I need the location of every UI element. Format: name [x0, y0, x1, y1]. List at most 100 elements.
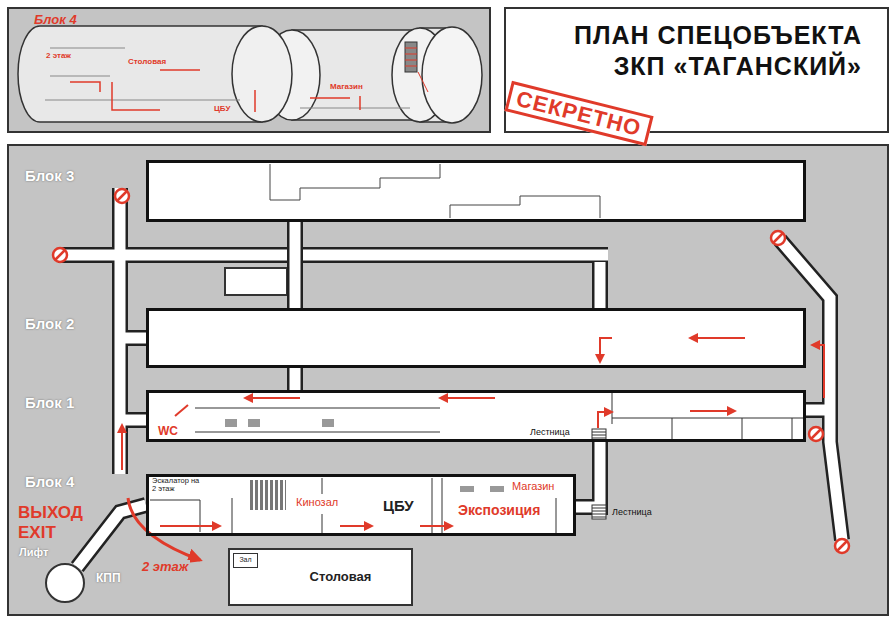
map-label: Магазин — [512, 480, 554, 493]
plan-shape — [117, 191, 127, 201]
equipment — [225, 419, 237, 427]
plan-shape — [690, 337, 745, 339]
plan-shape — [232, 26, 292, 122]
plan-title: ПЛАН СПЕЦОБЪЕКТА ЗКП «ТАГАНСКИЙ» — [532, 20, 862, 83]
overview-panel — [8, 8, 490, 132]
plan-shape — [340, 525, 372, 527]
cinema-seats — [248, 480, 286, 510]
map-label: Лестница — [612, 507, 652, 517]
block-fill — [146, 308, 806, 368]
plan-shape — [835, 539, 849, 553]
stair-symbol — [592, 429, 606, 519]
corridor-connector — [295, 222, 296, 308]
exhibit — [460, 486, 474, 492]
corridor — [58, 188, 842, 540]
map-label: Блок 4 — [34, 13, 77, 28]
corridor-outline — [77, 505, 146, 567]
interior-wall — [150, 478, 556, 534]
tunnel-block: Блок 1 — [146, 390, 806, 442]
map-label: ЦБУ — [214, 104, 230, 113]
corridor-connector — [77, 505, 146, 567]
tunnel-block: Блок 3 — [146, 160, 806, 222]
corridor-floor — [290, 222, 301, 308]
interior-wall — [270, 164, 600, 218]
map-label: 2 этаж — [140, 560, 190, 575]
plan-shape — [600, 338, 612, 362]
corridor-connector — [576, 442, 600, 507]
map-label: ЦБУ — [383, 497, 414, 514]
plan-shape — [245, 397, 300, 399]
plan-shape — [45, 48, 410, 108]
map-label: Лестница — [530, 427, 570, 437]
exhibit — [490, 486, 504, 492]
plan-shape — [592, 508, 606, 517]
hall-box: Зал — [233, 553, 258, 568]
tunnel-illustration — [18, 26, 482, 123]
plan-shape — [440, 397, 495, 399]
stairs-arrow — [128, 498, 200, 560]
plan-shape — [160, 525, 220, 527]
route-mark — [175, 405, 188, 416]
node-label: Блок 4 — [25, 473, 74, 490]
map-label: Экспозиция — [458, 502, 540, 518]
plan-shape — [811, 429, 821, 439]
side-room — [225, 268, 287, 295]
tunnel-block: Блок 2 — [146, 308, 806, 368]
corridor-floor — [576, 442, 600, 507]
interior-wall — [612, 392, 804, 440]
interior-wall — [195, 408, 440, 432]
plan-shape — [422, 27, 482, 123]
plan-shape — [592, 505, 606, 519]
corridor-connector — [295, 368, 296, 390]
corridor — [58, 188, 842, 540]
plan-shape — [18, 26, 262, 122]
equipment — [248, 419, 260, 427]
map-label: Столовая — [128, 57, 166, 66]
plan-shape — [837, 541, 847, 551]
node-label: Лифт — [19, 546, 48, 559]
node-label: Зал — [239, 556, 251, 564]
block-fill — [146, 474, 576, 536]
map-label: Кинозал — [296, 496, 338, 509]
map-label: Магазин — [330, 82, 363, 91]
corridor-outline — [576, 442, 600, 507]
equipment — [322, 419, 334, 427]
plan-shape — [812, 345, 824, 398]
plan-shape — [55, 250, 65, 260]
plan-panel — [8, 145, 888, 615]
node-label: Блок 2 — [25, 315, 74, 332]
plan-shape — [121, 425, 123, 470]
corridor-outline — [287, 368, 303, 390]
map-label: КПП — [96, 572, 121, 586]
plan-shape — [115, 189, 129, 203]
node-label: Блок 3 — [25, 167, 74, 184]
plan-shape — [53, 248, 67, 262]
map-label: EXIT — [18, 523, 56, 543]
no-entry-signs — [53, 189, 849, 553]
map-label: Эскалатор на 2 этаж — [152, 477, 202, 494]
node-label: Блок 1 — [25, 394, 74, 411]
plan-shape — [592, 432, 606, 438]
node-label: Столовая — [310, 570, 372, 585]
corridor-outline — [287, 222, 303, 308]
plan-shape — [405, 48, 428, 92]
corridor-floor — [77, 505, 146, 567]
plan-shape — [598, 412, 612, 428]
plan-shape — [690, 410, 735, 412]
map-label: 2 этаж — [46, 51, 71, 60]
map-label: ВЫХОД — [18, 503, 83, 523]
corridor-floor — [290, 368, 301, 390]
plan-shape — [773, 233, 783, 243]
plan-shape — [771, 231, 785, 245]
lift-circle: Лифт — [45, 563, 85, 603]
block-fill — [146, 160, 806, 222]
canteen-box: ЗалСтоловая — [228, 548, 413, 606]
plan-shape — [809, 427, 823, 441]
plan-shape — [405, 42, 417, 72]
block-fill — [146, 390, 806, 442]
plan-shape — [420, 525, 452, 527]
